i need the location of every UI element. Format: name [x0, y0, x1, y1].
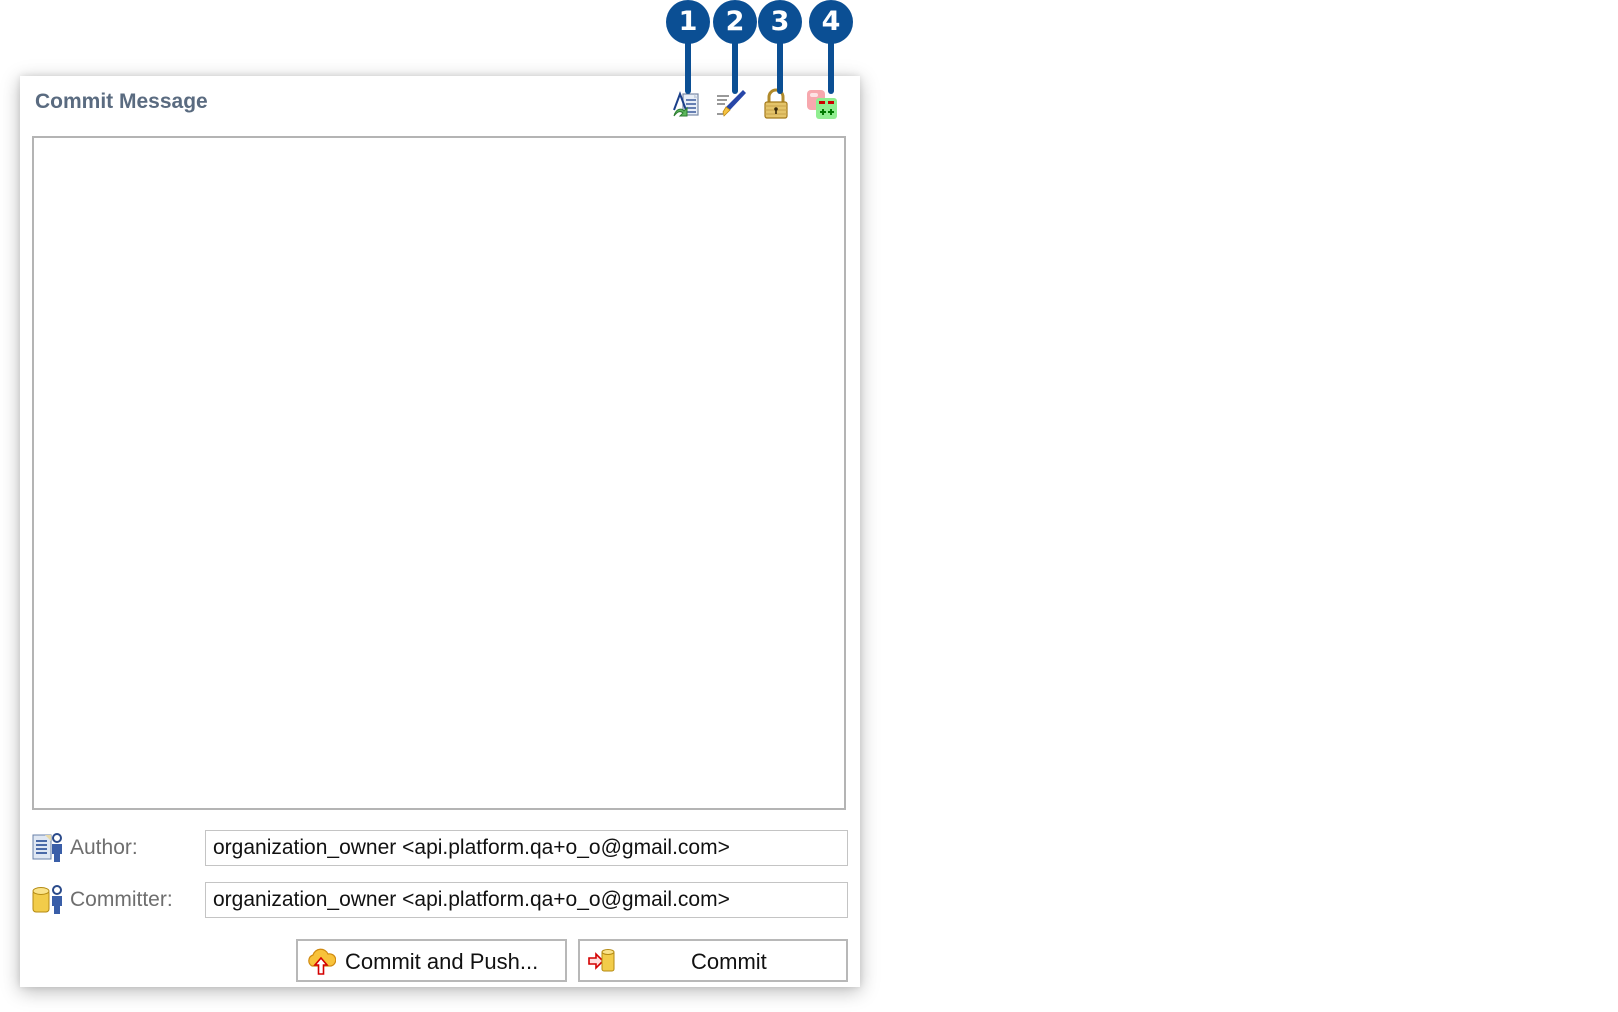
committer-input[interactable] — [205, 882, 848, 918]
callout-number: 1 — [666, 0, 710, 44]
callout-stem — [828, 40, 834, 94]
committer-label: Committer: — [70, 888, 173, 911]
panel-title: Commit Message — [35, 90, 208, 113]
commit-message-panel: Commit Message — [20, 76, 860, 987]
callout-2: 2 — [713, 0, 757, 96]
callout-number: 4 — [809, 0, 853, 44]
signed-off-icon[interactable] — [715, 88, 747, 120]
callout-stem — [685, 40, 691, 94]
change-id-icon[interactable] — [806, 88, 838, 120]
callout-stem — [732, 40, 738, 94]
callout-4: 4 — [809, 0, 853, 96]
callout-1: 1 — [666, 0, 710, 96]
callout-3: 3 — [758, 0, 802, 96]
commit-message-input[interactable] — [32, 136, 846, 810]
amend-icon[interactable] — [670, 88, 702, 120]
cloud-upload-icon — [306, 946, 337, 976]
callout-number: 3 — [758, 0, 802, 44]
author-icon — [32, 832, 64, 864]
commit-button[interactable]: Commit — [578, 939, 848, 982]
author-label: Author: — [70, 836, 138, 859]
committer-icon — [32, 884, 64, 916]
commit-and-push-button[interactable]: Commit and Push... — [296, 939, 567, 982]
commit-label: Commit — [691, 949, 767, 974]
commit-and-push-label: Commit and Push... — [345, 949, 539, 974]
commit-icon — [588, 946, 618, 976]
callout-number: 2 — [713, 0, 757, 44]
author-input[interactable] — [205, 830, 848, 866]
sign-commit-icon[interactable] — [760, 88, 792, 120]
committer-row: Committer: — [32, 882, 848, 918]
callout-stem — [777, 40, 783, 94]
author-row: Author: — [32, 830, 848, 866]
